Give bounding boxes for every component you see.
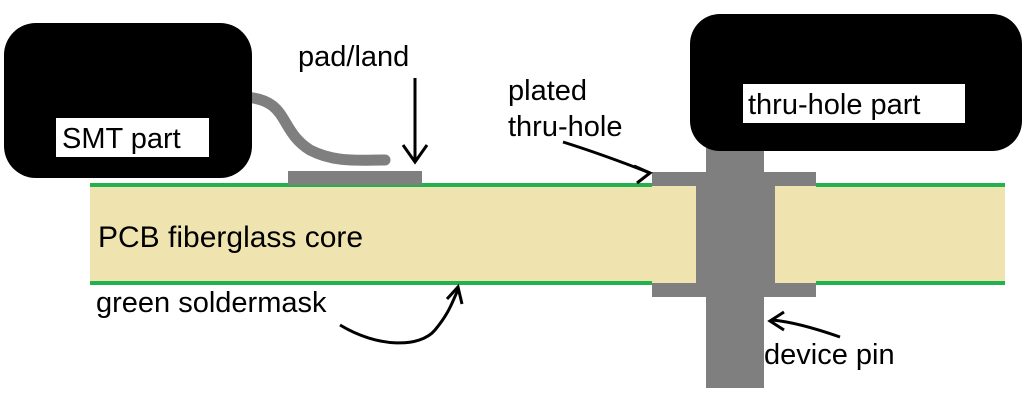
device-pin-label: device pin bbox=[764, 339, 895, 371]
plated-thru-hole-right bbox=[762, 172, 816, 297]
pad-land-arrow bbox=[401, 78, 429, 165]
thru-hole-part-body bbox=[690, 14, 1022, 151]
device-pin bbox=[706, 140, 764, 388]
pcb-core-label: PCB fiberglass core bbox=[98, 221, 363, 254]
smt-lead bbox=[239, 91, 391, 166]
device-pin-arrow bbox=[767, 310, 841, 339]
plated-thru-hole-arrow bbox=[562, 140, 653, 185]
plated-label-line2: thru-hole bbox=[508, 111, 622, 143]
thru-hole-part-label-box bbox=[743, 84, 965, 123]
smt-part-label: SMT part bbox=[62, 123, 181, 155]
smt-pad bbox=[288, 171, 422, 185]
plated-label-line1: plated bbox=[508, 75, 587, 107]
thru-hole-part-label: thru-hole part bbox=[748, 89, 921, 121]
plated-thru-hole-left bbox=[652, 172, 708, 297]
soldermask-label: green soldermask bbox=[96, 287, 327, 319]
pcb-core bbox=[90, 185, 1005, 283]
pad-land-label: pad/land bbox=[298, 41, 409, 73]
soldermask-arrow bbox=[339, 283, 464, 345]
smt-part-label-box bbox=[56, 118, 209, 157]
